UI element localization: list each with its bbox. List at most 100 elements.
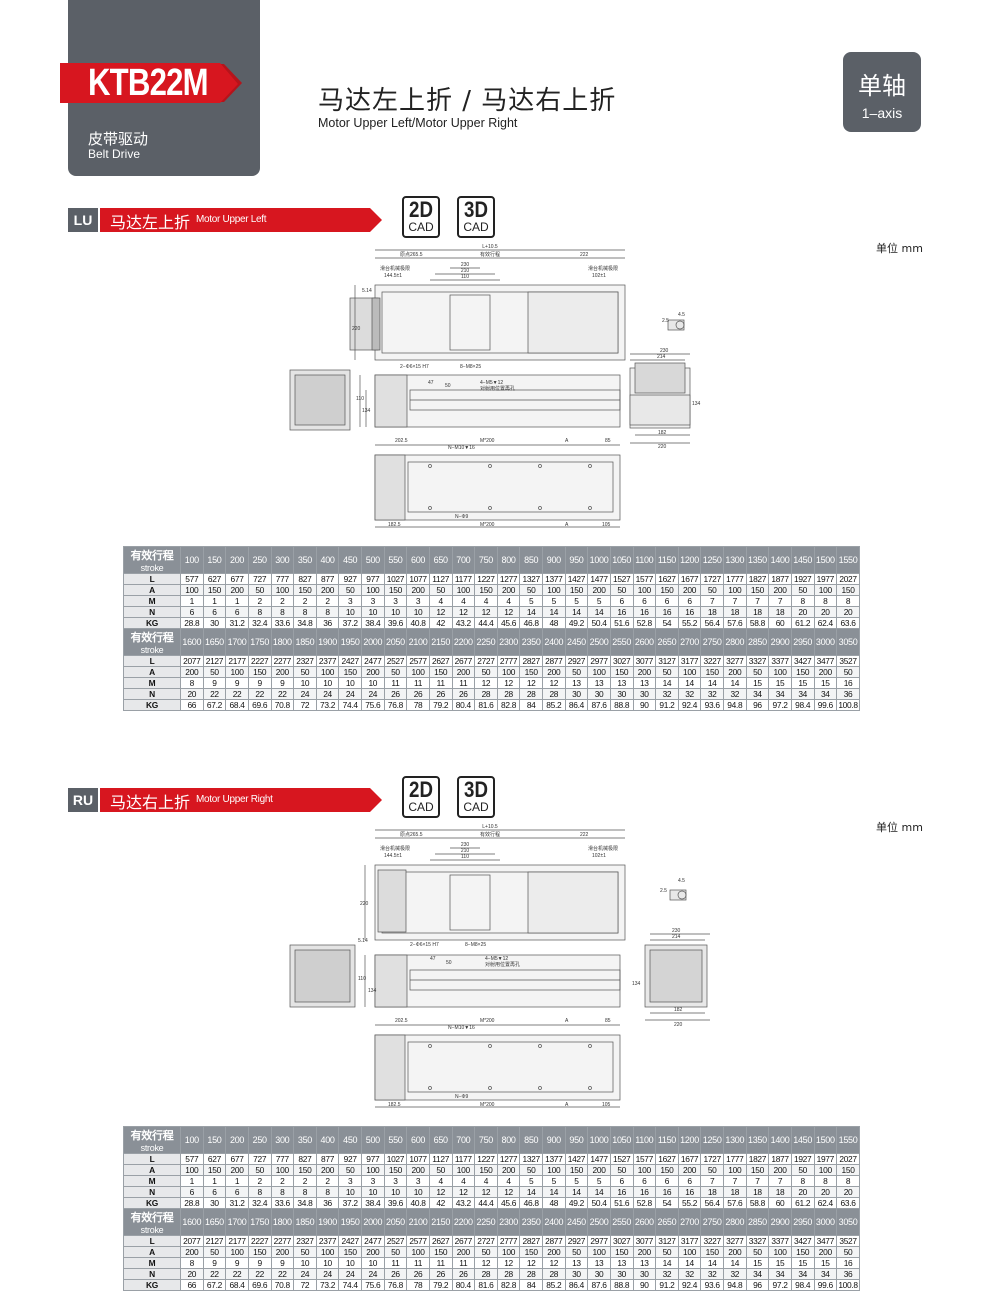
table-cell: 3377 <box>768 1235 792 1247</box>
table-cell: 1877 <box>768 1153 792 1165</box>
table-cell: 3 <box>406 595 430 607</box>
table-cell: 1527 <box>609 573 634 585</box>
table-cell: 36 <box>315 617 340 629</box>
table-cell: 3427 <box>790 655 815 667</box>
table-cell: 150 <box>609 666 634 678</box>
table-cell: 100 <box>723 1164 747 1176</box>
dim-label: 对射用位置再孔 <box>485 961 520 968</box>
table-cell: 8 <box>180 677 204 689</box>
table-cell: 50 <box>247 1164 272 1176</box>
table-cell: 2277 <box>270 655 295 667</box>
table-cell: 2677 <box>451 1235 476 1247</box>
table-cell: 12 <box>451 606 476 618</box>
cad-2d-button[interactable]: 2D CAD <box>402 776 440 818</box>
table-cell: 1427 <box>564 1153 589 1165</box>
table-cell: 10 <box>338 1186 362 1198</box>
table-cell: 2977 <box>587 1235 611 1247</box>
section-bar <box>100 208 382 232</box>
cad-3d-button[interactable]: 3D CAD <box>457 776 495 818</box>
table-cell: 2277 <box>270 1235 295 1247</box>
table-cell: 8 <box>270 606 295 618</box>
stroke-value: 2850 <box>745 1208 770 1236</box>
table-cell: 150 <box>836 584 860 596</box>
table-cell: 200 <box>406 1164 430 1176</box>
table-cell: 50 <box>338 1164 362 1176</box>
stroke-value: 2750 <box>700 628 724 656</box>
table-cell: 72 <box>293 1279 317 1291</box>
dim-label: 220 <box>674 1022 683 1028</box>
table-cell: 150 <box>247 1246 272 1258</box>
table-cell: 76.8 <box>383 699 408 711</box>
table-cell: 93.6 <box>700 1279 724 1291</box>
model-tag-arrow-shape <box>60 63 242 103</box>
table-cell: 11 <box>451 677 476 689</box>
dim-label: 110 <box>356 396 364 402</box>
stroke-value: 550 <box>383 546 408 574</box>
table-cell: 50 <box>609 1164 634 1176</box>
stroke-value: 1550 <box>836 546 860 574</box>
stroke-value: 2800 <box>723 1208 747 1236</box>
table-cell: 18 <box>745 1186 770 1198</box>
stroke-value: 2150 <box>428 1208 453 1236</box>
table-cell: 50 <box>293 1246 317 1258</box>
dim-label: 210 <box>461 268 470 274</box>
dim-label: 4.5 <box>678 878 685 884</box>
stroke-value: 1050 <box>609 546 634 574</box>
table-cell: 16 <box>836 677 860 689</box>
stroke-value: 1450 <box>790 546 815 574</box>
axis-label-en: 1–axis <box>861 105 903 121</box>
stroke-value: 2950 <box>790 628 815 656</box>
table-cell: 3177 <box>677 655 702 667</box>
table-cell: 12 <box>474 677 498 689</box>
table-cell: 30 <box>609 688 634 700</box>
table-cell: 10 <box>338 677 362 689</box>
table-cell: 100 <box>632 1164 657 1176</box>
cad-3d-button[interactable]: 3D CAD <box>457 196 495 238</box>
unit-label: 单位 mm <box>876 821 923 834</box>
table-cell: 50 <box>383 1246 408 1258</box>
table-cell: 50 <box>474 1246 498 1258</box>
table-cell: 2127 <box>202 655 227 667</box>
table-cell: 26 <box>383 1268 408 1280</box>
table-cell: 38.4 <box>361 617 385 629</box>
stroke-value: 150 <box>202 1126 227 1154</box>
table-cell: 13 <box>564 677 589 689</box>
stroke-value: 1150 <box>655 546 679 574</box>
table-cell: 3 <box>338 595 362 607</box>
table-cell: 10 <box>338 1257 362 1269</box>
table-cell: 61.2 <box>790 1197 815 1209</box>
row-label: KG <box>123 617 181 629</box>
table-cell: 2 <box>293 1175 317 1187</box>
table-cell: 97.2 <box>768 1279 792 1291</box>
table-cell: 3427 <box>790 1235 815 1247</box>
table-cell: 33.6 <box>270 1197 295 1209</box>
table-cell: 1777 <box>723 573 747 585</box>
stroke-value: 1200 <box>677 546 702 574</box>
table-cell: 2127 <box>202 1235 227 1247</box>
table-cell: 94.8 <box>723 699 747 711</box>
table-cell: 200 <box>496 584 521 596</box>
table-cell: 79.2 <box>428 699 453 711</box>
table-cell: 2 <box>247 1175 272 1187</box>
dim-label: A <box>565 438 569 444</box>
dim-label: 102±1 <box>592 273 606 279</box>
table-cell: 8 <box>247 606 272 618</box>
table-cell: 100 <box>768 1246 792 1258</box>
table-cell: 14 <box>655 677 679 689</box>
table-cell: 28 <box>542 688 566 700</box>
table-cell: 100 <box>768 666 792 678</box>
stroke-value: 2000 <box>361 628 385 656</box>
table-cell: 26 <box>406 688 430 700</box>
stroke-value: 2300 <box>496 1208 521 1236</box>
cad-2d-button[interactable]: 2D CAD <box>402 196 440 238</box>
stroke-value: 1750 <box>247 1208 272 1236</box>
technical-drawing-ru: L+10.5 原点265.5 有效行程 222 滑台机械极限 144.5±1 滑… <box>289 824 710 1108</box>
table-cell: 1877 <box>768 573 792 585</box>
stroke-value: 1300 <box>723 546 747 574</box>
stroke-value: 1000 <box>587 546 611 574</box>
table-cell: 10 <box>293 677 317 689</box>
table-cell: 50.4 <box>587 1197 611 1209</box>
stroke-value: 250 <box>247 546 272 574</box>
